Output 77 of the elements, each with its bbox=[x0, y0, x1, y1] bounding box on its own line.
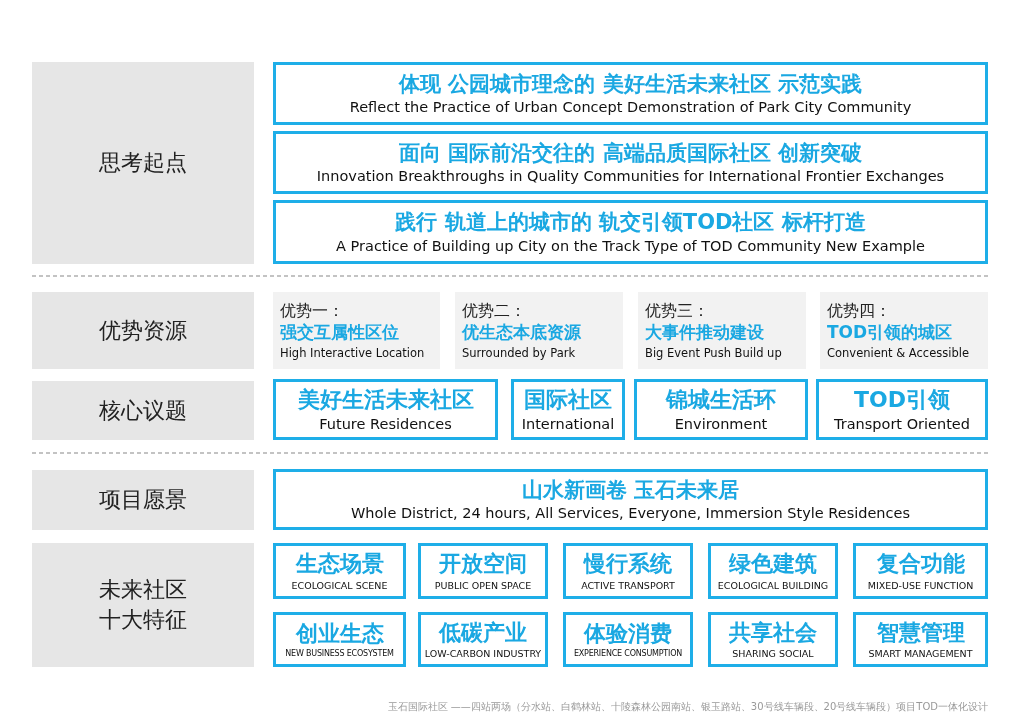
feature-subtitle: SHARING SOCIAL bbox=[732, 648, 814, 660]
row-title: 思考起点 bbox=[98, 149, 188, 178]
statement-subtitle: A Practice of Building up City on the Track Type of TOD Community New Example bbox=[336, 237, 925, 254]
feature-box bbox=[563, 543, 693, 599]
topic-title: TOD引领 bbox=[854, 387, 950, 414]
feature-subtitle: NEW BUSINESS ECOSYSTEM bbox=[285, 649, 394, 659]
feature-subtitle: MIXED-USE FUNCTION bbox=[867, 579, 974, 591]
advantage-subtitle: Convenient & Accessible bbox=[827, 346, 969, 361]
advantage-number: 优势三： bbox=[645, 300, 709, 322]
footer-note: 玉石国际社区 ——四站两场（分水站、白鹤林站、十陵森林公园南站、银玉路站、30号线车辆段、20号线车辆段）项目TOD一体化设计 bbox=[387, 700, 988, 714]
row-header-box bbox=[32, 470, 254, 530]
row-header-box bbox=[32, 543, 254, 667]
advantage-subtitle: High Interactive Location bbox=[280, 346, 425, 361]
row-header-box bbox=[32, 62, 254, 264]
advantage-number: 优势一： bbox=[280, 300, 344, 322]
topic-box bbox=[273, 379, 498, 440]
advantage-subtitle: Big Event Push Build up bbox=[645, 346, 782, 361]
row-title: 项目愿景 bbox=[98, 486, 188, 515]
feature-box bbox=[418, 612, 548, 667]
topic-subtitle: International bbox=[521, 415, 615, 432]
feature-box bbox=[563, 612, 693, 667]
feature-title: 低碳产业 bbox=[439, 619, 527, 646]
feature-box bbox=[273, 543, 406, 599]
topic-title: 国际社区 bbox=[524, 387, 612, 414]
advantage-number: 优势四： bbox=[827, 300, 891, 322]
feature-box bbox=[418, 543, 548, 599]
feature-subtitle: PUBLIC OPEN SPACE bbox=[434, 579, 532, 591]
statement-title: 面向 国际前沿交往的 高端品质国际社区 创新突破 bbox=[399, 140, 862, 167]
feature-subtitle: SMART MANAGEMENT bbox=[868, 648, 973, 660]
feature-title: 创业生态 bbox=[295, 620, 384, 647]
row-title: 未来社区十大特征 bbox=[98, 576, 188, 634]
advantage-title: 强交互属性区位 bbox=[280, 321, 399, 345]
feature-subtitle: ECOLOGICAL SCENE bbox=[291, 579, 388, 591]
feature-box bbox=[708, 543, 838, 599]
feature-box bbox=[853, 612, 988, 667]
advantage-subtitle: Surrounded by Park bbox=[462, 346, 576, 361]
feature-title: 共享社会 bbox=[729, 619, 817, 646]
feature-title: 绿色建筑 bbox=[729, 551, 817, 577]
statement-box bbox=[273, 62, 988, 125]
feature-box bbox=[273, 612, 406, 667]
topic-subtitle: Transport Oriented bbox=[834, 415, 970, 432]
statement-subtitle: Innovation Breakthroughs in Quality Communities for International Frontier Exchanges bbox=[316, 168, 945, 185]
statement-box bbox=[273, 469, 988, 530]
feature-title: 开放空间 bbox=[439, 551, 527, 577]
row-title: 核心议题 bbox=[98, 396, 188, 425]
statement-title: 体现 公园城市理念的 美好生活未来社区 示范实践 bbox=[399, 71, 862, 98]
feature-subtitle: ACTIVE TRANSPORT bbox=[581, 579, 675, 591]
feature-subtitle: ECOLOGICAL BUILDING bbox=[717, 579, 829, 591]
feature-subtitle: EXPERIENCE CONSUMPTION bbox=[573, 649, 683, 659]
topic-title: 锦城生活环 bbox=[666, 387, 776, 414]
row-header-box bbox=[32, 381, 254, 440]
feature-subtitle: LOW-CARBON INDUSTRY bbox=[424, 648, 542, 660]
feature-title: 慢行系统 bbox=[584, 551, 672, 577]
advantage-title: 大事件推动建设 bbox=[645, 321, 764, 345]
advantage-number: 优势二： bbox=[462, 300, 526, 322]
feature-box bbox=[853, 543, 988, 599]
statement-title: 践行 轨道上的城市的 轨交引领TOD社区 标杆打造 bbox=[395, 210, 866, 236]
topic-title: 美好生活未来社区 bbox=[297, 387, 474, 414]
row-header-box bbox=[32, 292, 254, 369]
statement-box bbox=[273, 131, 988, 194]
feature-title: 智慧管理 bbox=[876, 619, 965, 646]
statement-subtitle: Reflect the Practice of Urban Concept Demonstration of Park City Community bbox=[349, 99, 912, 116]
topic-box bbox=[816, 379, 988, 440]
topic-box bbox=[511, 379, 625, 440]
advantage-title: 优生态本底资源 bbox=[462, 321, 581, 345]
feature-title: 生态场景 bbox=[295, 551, 384, 577]
row-title: 优势资源 bbox=[98, 316, 188, 345]
feature-title: 复合功能 bbox=[876, 551, 965, 577]
statement-box bbox=[273, 200, 988, 264]
statement-title: 山水新画卷 玉石未来居 bbox=[521, 477, 740, 504]
statement-subtitle: Whole District, 24 hours, All Services, Everyone, Immersion Style Residences bbox=[350, 505, 910, 522]
feature-title: 体验消费 bbox=[584, 620, 672, 647]
topic-subtitle: Environment bbox=[674, 415, 768, 432]
topic-box bbox=[634, 379, 808, 440]
feature-box bbox=[708, 612, 838, 667]
topic-subtitle: Future Residences bbox=[319, 415, 452, 432]
advantage-title: TOD引领的城区 bbox=[827, 321, 953, 345]
